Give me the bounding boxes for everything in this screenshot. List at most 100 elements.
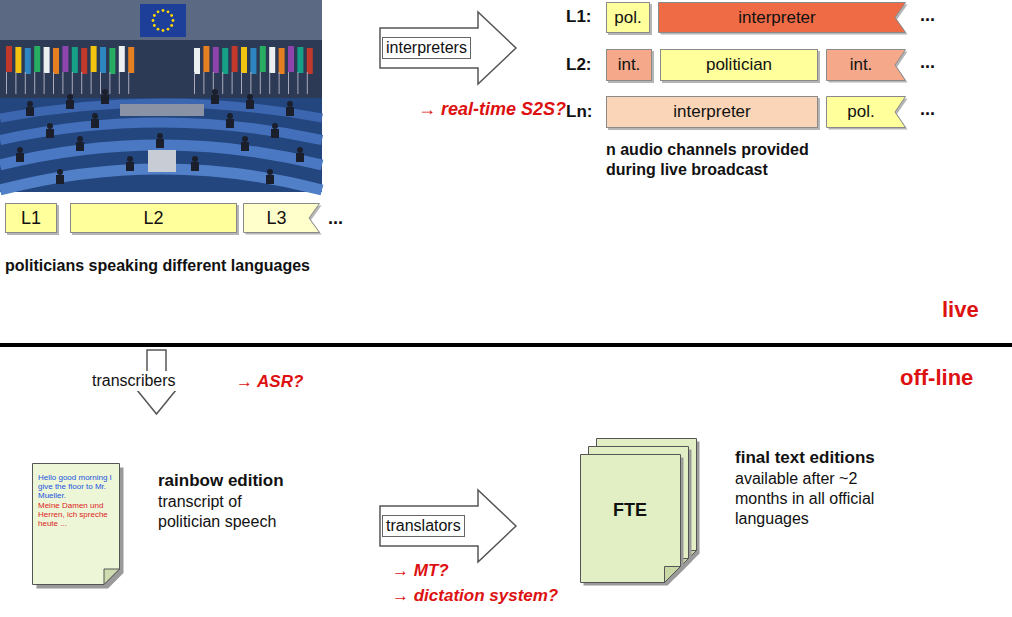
flag-pole [15,72,16,94]
document-text: Hello good morning I give the floor to M… [38,473,114,528]
flag-pole [91,72,92,94]
flag [250,48,256,74]
flag [194,48,200,74]
page-fold [665,567,681,583]
flag-pole [34,72,35,94]
eu-star [167,28,170,31]
flag [109,48,115,74]
person-head [157,133,163,139]
eu-star [170,14,173,17]
person-head [267,169,273,175]
eu-star [170,24,173,27]
node-text: politician [706,55,772,75]
eu-star [162,29,165,32]
person-body [156,139,164,148]
step-label: transcribers [90,371,178,391]
flag-pole [100,72,101,94]
eu-star [152,19,155,22]
person-body [126,162,134,171]
channel-segment: interpreter [606,96,818,128]
person-body [91,119,99,128]
flag-pole [269,72,270,94]
node-text: interpreter [738,8,825,28]
person-head [67,94,73,100]
rainbow-document: Hello good morning I give the floor to M… [32,463,120,585]
person-body [296,153,304,162]
person-body [191,162,199,171]
person-body [66,100,74,109]
flag [25,48,31,74]
flag [100,47,106,73]
question-note: → ASR? [236,371,303,392]
flag [297,47,303,73]
flag-pole [128,72,129,94]
section-label: off-line [900,364,973,392]
eu-star [162,9,165,12]
node-text: int. [850,55,883,75]
flag-pole [25,72,26,94]
fte-document-stack: FTE [580,438,702,586]
person-head [247,94,253,100]
flag-pole [6,72,7,94]
person-head [212,89,218,95]
flag-pole [260,72,261,94]
person-head [127,156,133,162]
person-body [46,129,54,138]
channel-segment: int. [606,49,652,81]
flag-pole [72,72,73,94]
person-head [272,123,278,129]
channel-name: L1: [566,6,592,27]
flag [213,47,219,73]
eu-star [157,10,160,13]
flag [232,46,238,72]
person-head [192,156,198,162]
flag-pole [288,72,289,94]
person-head [287,101,293,107]
flag-pole [232,72,233,94]
ellipsis: ... [920,4,935,27]
live-offline-divider [0,343,1012,347]
notch-shape [659,3,906,33]
channel-segment: int. [826,49,906,81]
page [581,455,681,583]
caption: politicians speaking different languages [5,256,310,276]
channel-segment: interpreter [658,2,906,33]
flag-pole [62,72,63,94]
person-body [246,100,254,109]
node-text: L1 [21,208,41,229]
flag [62,46,68,72]
notch-shape [827,97,906,128]
flag [128,47,134,73]
document-fold [104,569,120,585]
flag-pole [222,72,223,94]
person-body [241,142,249,151]
person-body [101,95,109,104]
flag [53,48,59,74]
language-box: L1 [5,203,57,233]
person-body [211,95,219,104]
translators-arrow: translators [378,488,518,564]
flag-pole [119,72,120,94]
person-body [226,119,234,128]
node-text: pol. [847,102,884,122]
person-body [286,107,294,116]
flag-pole [279,72,280,94]
flag [241,47,247,73]
person-body [26,107,34,116]
ellipsis: ... [328,207,343,230]
person-body [16,153,24,162]
document-page [33,464,120,585]
ellipsis: ... [920,51,935,74]
notch-shape [244,204,320,233]
person-head [227,113,233,119]
flag [81,48,87,74]
person-body [271,129,279,138]
node-text: int. [618,55,641,75]
interpreters-arrow: interpreters [378,10,518,86]
parliament-photo [0,0,322,192]
channel-segment: politician [660,49,818,81]
node-text: pol. [614,8,641,28]
channel-segment: pol. [826,96,906,128]
flag [72,47,78,73]
